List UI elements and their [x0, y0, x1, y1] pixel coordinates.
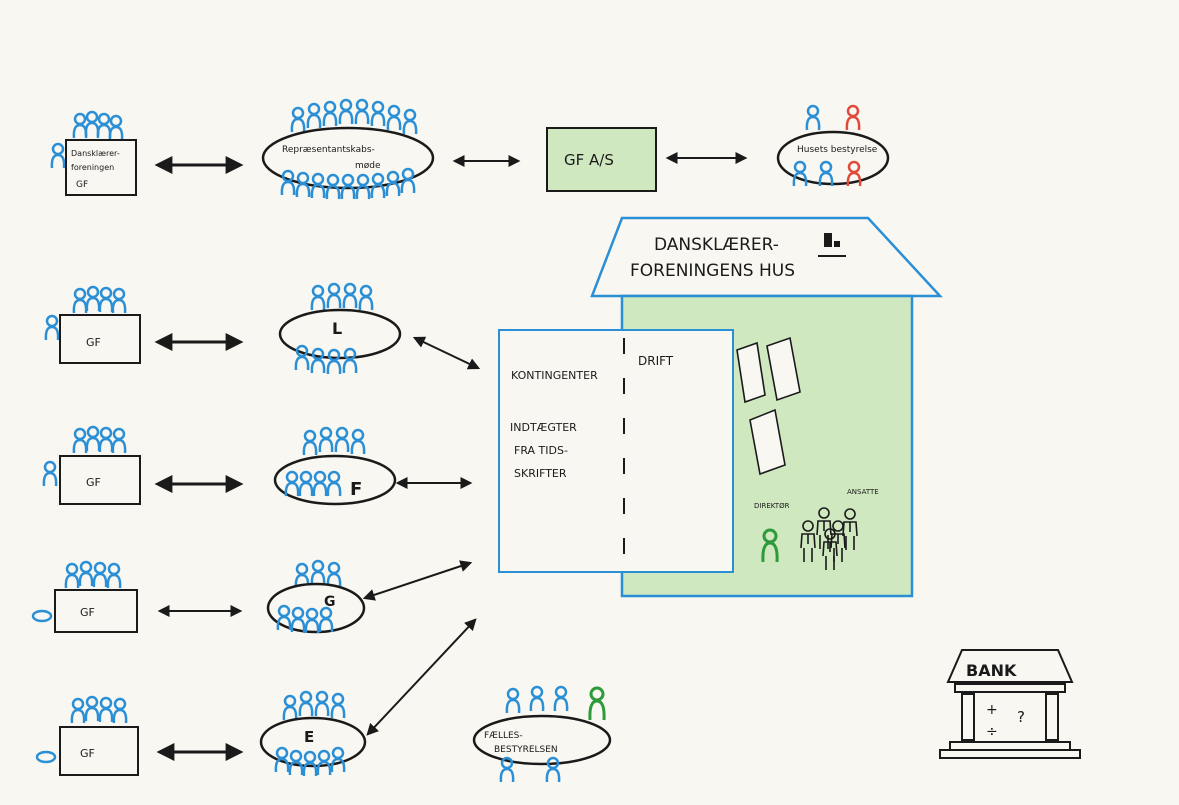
- gf-box-e-member-icon: [35, 750, 57, 764]
- bank-plus: +: [986, 702, 998, 718]
- repr-line1: Repræsentantskabs-: [282, 145, 375, 155]
- dk-box-line2: foreningen: [71, 163, 114, 172]
- faellesbestyrelsen-group: FÆLLES- BESTYRELSEN: [472, 685, 612, 784]
- bank-divide: ÷: [986, 724, 998, 740]
- repraesentantskab-group: Repræsentantskabs- møde: [261, 98, 435, 201]
- bank-question: ?: [1017, 708, 1025, 726]
- house-roof: [590, 216, 943, 298]
- arrow-g-house: [362, 560, 473, 601]
- gf-label-g: GF: [80, 606, 95, 619]
- dk-box-line1: Dansklærer-: [71, 149, 120, 158]
- house-title-line2: FORENINGENS HUS: [630, 261, 795, 281]
- gf-label-l: GF: [86, 336, 101, 349]
- gf-box-g: [54, 589, 138, 633]
- ledger-kontingenter: KONTINGENTER: [511, 369, 598, 382]
- section-letter-g: G: [324, 594, 336, 610]
- faelles-line1: FÆLLES-: [484, 731, 523, 741]
- ledger-indtaegter-2: FRA TIDS-: [514, 444, 568, 457]
- section-letter-e: E: [304, 728, 314, 746]
- ledger-sheet: [498, 329, 734, 573]
- faelles-ellipse: [472, 714, 612, 766]
- ansatte-label: ANSATTE: [847, 488, 879, 496]
- husets-bestyrelse-group: Husets bestyrelse: [776, 104, 890, 188]
- faelles-line2: BESTYRELSEN: [494, 745, 558, 755]
- binders-icon: [736, 336, 801, 476]
- section-ellipse-g: [266, 582, 366, 634]
- gf-label-f: GF: [86, 476, 101, 489]
- gf-label-e: GF: [80, 747, 95, 760]
- direktor-label: DIREKTØR: [754, 502, 790, 510]
- gf-box-l: [59, 314, 141, 364]
- section-row-e: GF E: [35, 618, 477, 778]
- dk-foreningen-box: [65, 139, 137, 196]
- section-row-g: GF G: [31, 559, 473, 635]
- ledger-indtaegter-3: SKRIFTER: [514, 467, 567, 480]
- house-title-line1: DANSKLÆRER-: [654, 235, 779, 255]
- section-ellipse-f: [273, 454, 397, 506]
- bank-icon: BANK + ? ÷: [939, 649, 1081, 759]
- house-group: DANSKLÆRER- FORENINGENS HUS KONTINGENTER…: [498, 216, 943, 598]
- section-row-l: GF L: [44, 282, 481, 376]
- section-letter-f: F: [350, 479, 362, 500]
- ledger-indtaegter-1: INDTÆGTER: [510, 421, 577, 434]
- gf-as-box: [546, 127, 657, 192]
- gf-as-label: GF A/S: [564, 151, 614, 169]
- repr-line2: møde: [355, 161, 381, 171]
- dk-box-line3: GF: [76, 180, 88, 190]
- section-row-f: GF F: [42, 425, 473, 506]
- dk-foreningen-group: Dansklærer- foreningen GF: [50, 110, 137, 196]
- dansklaererforeningen-logo-icon: [818, 233, 846, 257]
- arrow-l-house: [412, 336, 481, 370]
- gf-box-f: [59, 455, 141, 505]
- gf-box-e: [59, 726, 139, 776]
- husets-label: Husets bestyrelse: [797, 145, 878, 155]
- section-ellipse-l: [278, 308, 402, 360]
- arrow-e-house: [366, 618, 477, 736]
- section-letter-l: L: [332, 319, 342, 338]
- bank-label: BANK: [966, 661, 1017, 680]
- gf-box-g-member-icon: [31, 609, 53, 623]
- ledger-drift: DRIFT: [638, 354, 674, 368]
